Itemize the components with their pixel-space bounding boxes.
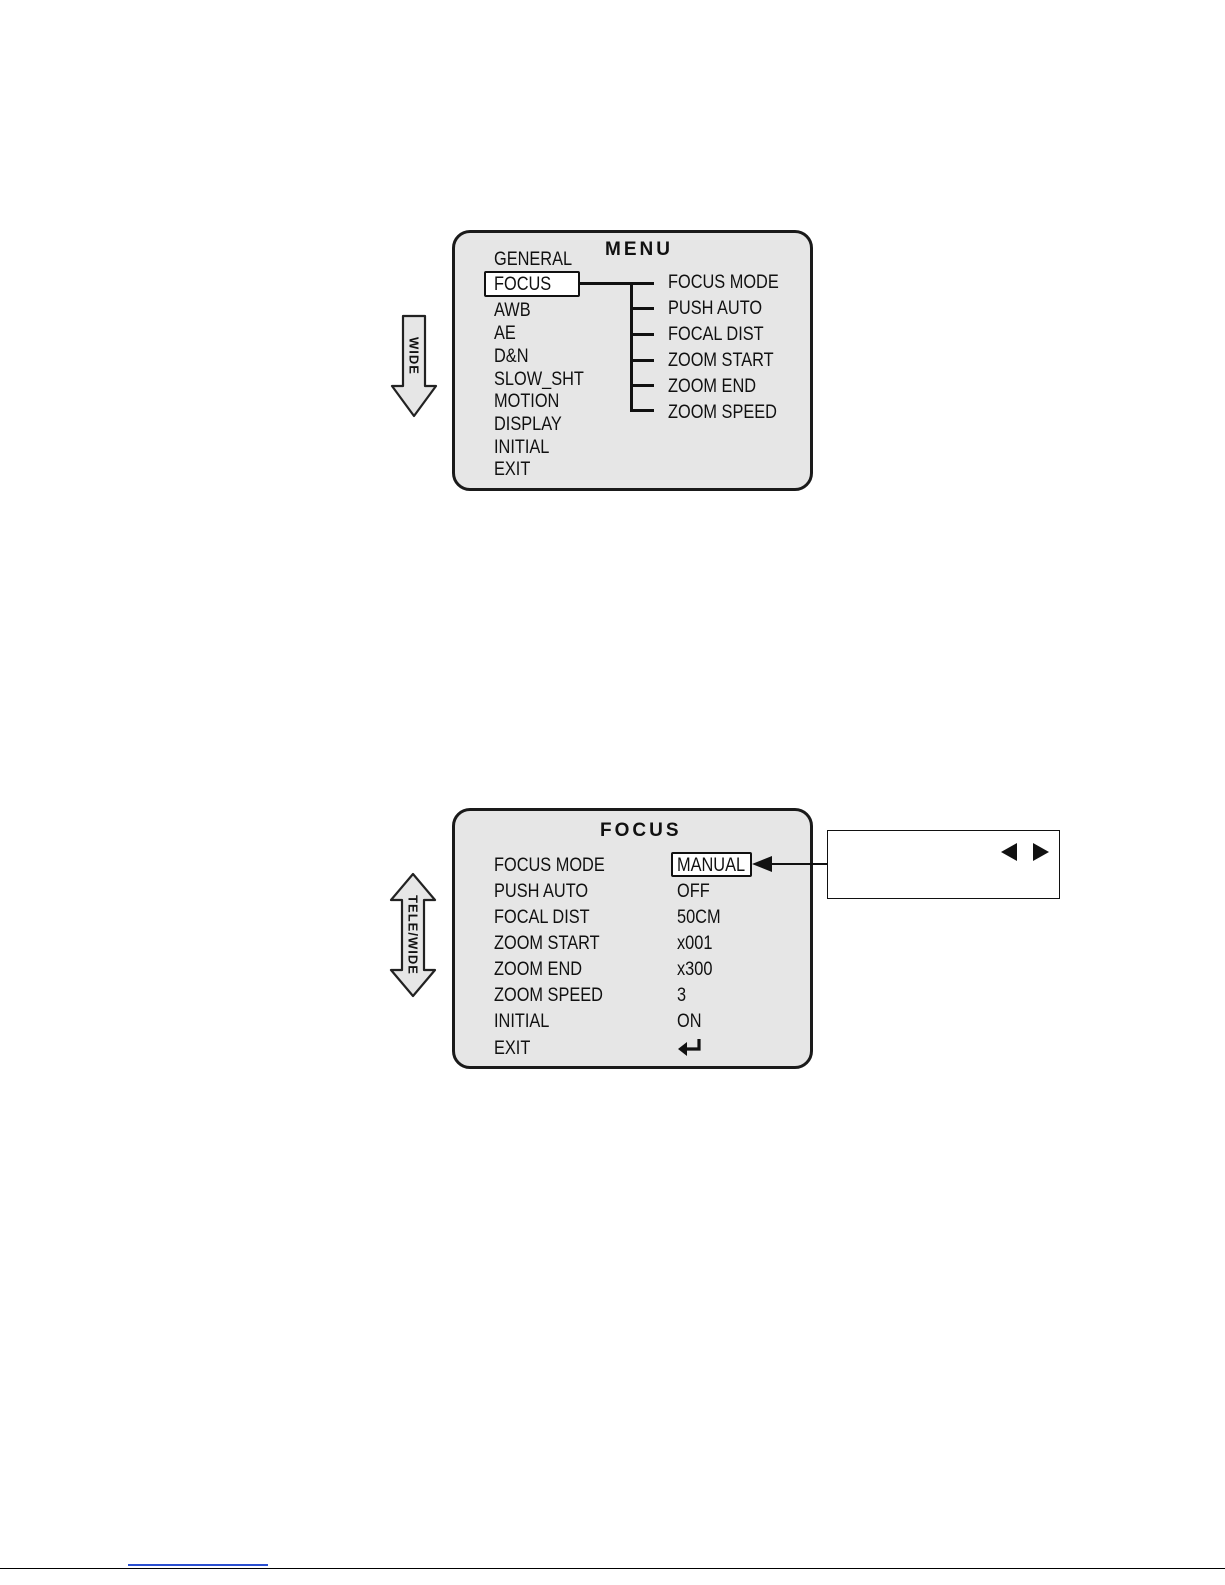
submenu-connector-main <box>580 282 654 285</box>
focus-value-focal-dist[interactable]: 50CM <box>677 908 721 927</box>
focus-label-focal-dist: FOCAL DIST <box>494 908 590 927</box>
focus-label-push-auto: PUSH AUTO <box>494 882 588 901</box>
focus-value-initial[interactable]: ON <box>677 1012 702 1031</box>
submenu-connector-branch <box>630 409 654 412</box>
footer-link-underline[interactable] <box>128 1564 268 1566</box>
menu-item-slow-sht[interactable]: SLOW_SHT <box>494 370 584 389</box>
tele-wide-arrow-label: TELE/WIDE <box>406 895 421 975</box>
wide-arrow-label: WIDE <box>407 337 422 375</box>
menu-item-initial[interactable]: INITIAL <box>494 438 549 457</box>
callout-box <box>827 830 1060 899</box>
menu-item-dn[interactable]: D&N <box>494 347 529 366</box>
footer-rule <box>0 1568 1225 1569</box>
focus-label-exit[interactable]: EXIT <box>494 1039 530 1058</box>
focus-title: FOCUS <box>600 820 682 842</box>
focus-label-initial: INITIAL <box>494 1012 549 1031</box>
focus-value-push-auto[interactable]: OFF <box>677 882 710 901</box>
menu-item-motion[interactable]: MOTION <box>494 392 559 411</box>
submenu-item-push-auto[interactable]: PUSH AUTO <box>668 299 762 318</box>
triangle-left-icon <box>1001 843 1017 861</box>
menu-item-general[interactable]: GENERAL <box>494 250 572 269</box>
submenu-connector-trunk <box>630 282 633 412</box>
submenu-connector-branch <box>630 359 654 362</box>
submenu-connector-branch <box>630 307 654 310</box>
callout-arrow-line <box>768 863 828 865</box>
menu-item-focus[interactable]: FOCUS <box>494 275 551 294</box>
menu-item-awb[interactable]: AWB <box>494 301 531 320</box>
callout-arrowhead-icon <box>752 855 772 873</box>
submenu-item-focal-dist[interactable]: FOCAL DIST <box>668 325 764 344</box>
menu-item-exit[interactable]: EXIT <box>494 460 530 479</box>
focus-label-zoom-speed: ZOOM SPEED <box>494 986 603 1005</box>
submenu-connector-branch <box>630 333 654 336</box>
focus-value-focus-mode[interactable]: MANUAL <box>677 856 745 875</box>
submenu-connector-branch <box>630 384 654 387</box>
submenu-item-focus-mode[interactable]: FOCUS MODE <box>668 273 779 292</box>
focus-value-zoom-start[interactable]: x001 <box>677 934 712 953</box>
focus-label-zoom-start: ZOOM START <box>494 934 600 953</box>
submenu-item-zoom-end[interactable]: ZOOM END <box>668 377 756 396</box>
menu-item-display[interactable]: DISPLAY <box>494 415 562 434</box>
enter-return-icon[interactable] <box>676 1037 704 1057</box>
focus-label-focus-mode: FOCUS MODE <box>494 856 605 875</box>
menu-item-ae[interactable]: AE <box>494 324 516 343</box>
focus-value-zoom-speed[interactable]: 3 <box>677 986 686 1005</box>
submenu-item-zoom-speed[interactable]: ZOOM SPEED <box>668 403 777 422</box>
triangle-right-icon <box>1033 843 1049 861</box>
submenu-item-zoom-start[interactable]: ZOOM START <box>668 351 774 370</box>
menu-title: MENU <box>605 239 673 261</box>
focus-value-zoom-end[interactable]: x300 <box>677 960 712 979</box>
focus-label-zoom-end: ZOOM END <box>494 960 582 979</box>
